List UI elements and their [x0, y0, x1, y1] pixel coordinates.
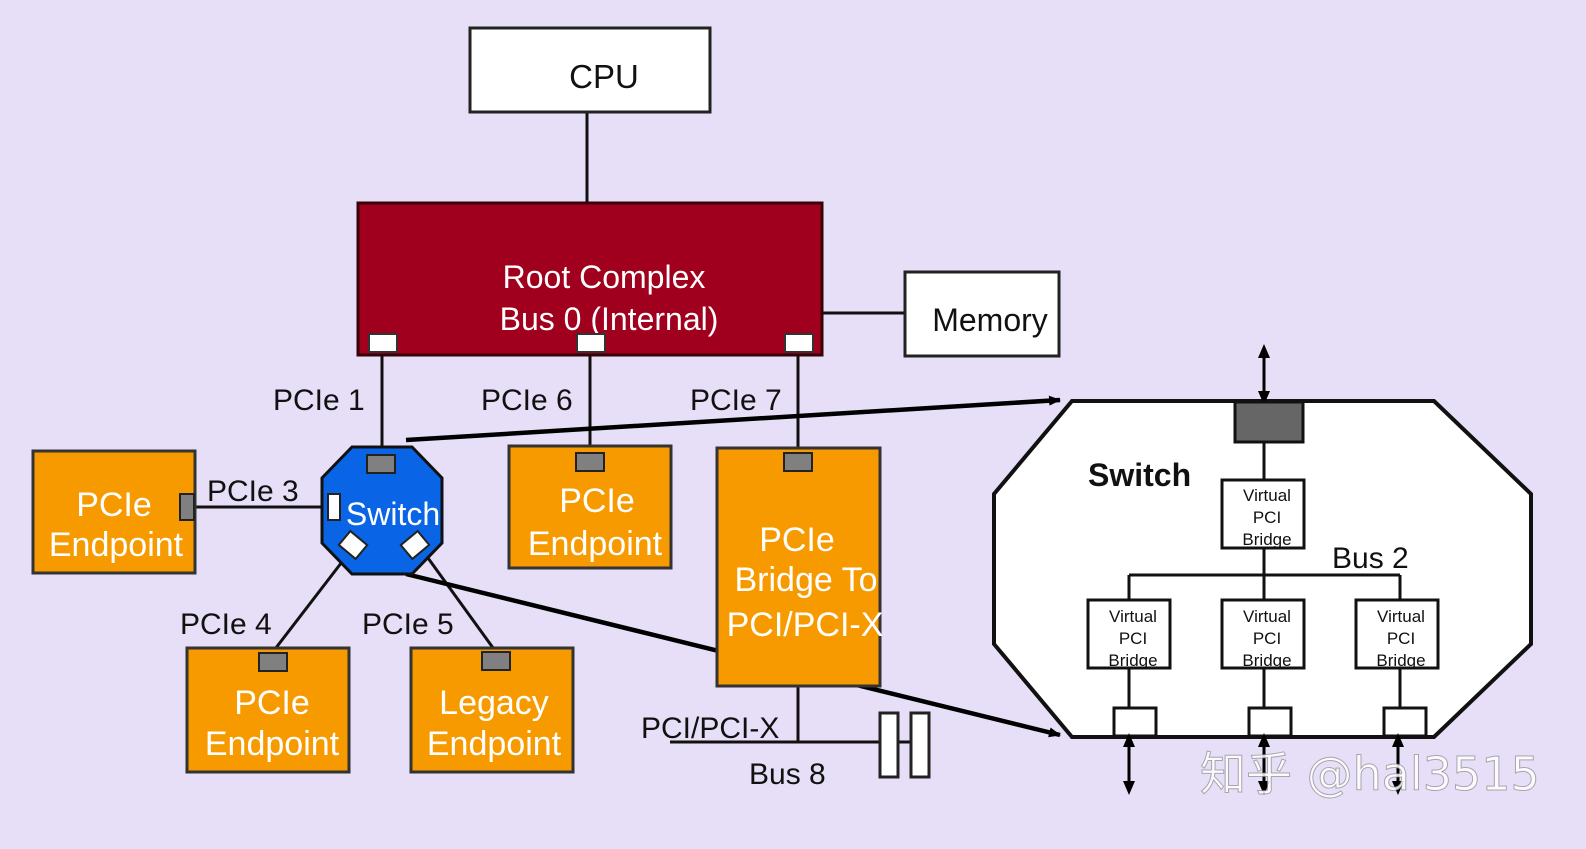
bridge-line3: PCI/PCI-X	[727, 606, 884, 644]
detail-downstream-port-3	[1382, 706, 1428, 738]
svg-text:Bridge: Bridge	[1376, 651, 1425, 670]
switch-port-pcie3	[327, 493, 341, 521]
bridge-line1: PCIe	[759, 521, 835, 559]
endpoint-mid-line1: PCIe	[559, 482, 635, 520]
switch-detail-title: Switch	[1088, 457, 1191, 493]
pcie-bridge: PCIe Bridge To PCI/PCI-X	[715, 446, 884, 688]
root-port-6	[576, 333, 606, 353]
endpoint-legacy-port	[481, 651, 511, 671]
svg-text:Virtual: Virtual	[1243, 486, 1291, 505]
root-complex-title: Root Complex	[503, 259, 706, 295]
pcie1-label: PCIe 1	[273, 384, 365, 417]
switch-small-label: Switch	[346, 496, 440, 532]
endpoint-mid: PCIe Endpoint	[507, 444, 673, 570]
watermark: 知乎 @hal3515	[1200, 747, 1540, 801]
pcie4-label: PCIe 4	[180, 608, 272, 641]
svg-text:Bridge: Bridge	[1242, 651, 1291, 670]
zoom-arrow-top	[405, 395, 1061, 443]
memory-box: Memory	[903, 270, 1061, 358]
pcie7-label: PCIe 7	[690, 384, 782, 417]
pcie6-label: PCIe 6	[481, 384, 573, 417]
svg-text:Bridge: Bridge	[1108, 651, 1157, 670]
pci-bus-label: PCI/PCI-X	[641, 712, 779, 745]
virtual-pci-bridge-down-2: Virtual PCI Bridge	[1220, 598, 1306, 670]
endpoint-left: PCIe Endpoint	[31, 449, 197, 575]
virtual-pci-bridge-upstream: Virtual PCI Bridge	[1220, 478, 1306, 550]
cpu-box: CPU	[468, 26, 712, 114]
endpoint-left-line1: PCIe	[76, 486, 152, 524]
endpoint-mid-line2: Endpoint	[528, 525, 663, 563]
endpoint-legacy: Legacy Endpoint	[409, 646, 575, 774]
svg-text:PCI: PCI	[1119, 629, 1147, 648]
svg-text:Virtual: Virtual	[1109, 607, 1157, 626]
bridge-port	[783, 452, 813, 472]
endpoint-bottom-line2: Endpoint	[205, 725, 340, 763]
pcie3-label: PCIe 3	[207, 475, 299, 508]
pci-slot-1	[878, 711, 900, 779]
pcie4-link	[270, 557, 347, 654]
endpoint-bottom: PCIe Endpoint	[185, 646, 351, 774]
root-port-7	[784, 333, 814, 353]
virtual-pci-bridge-down-1: Virtual PCI Bridge	[1086, 598, 1172, 670]
endpoint-bottom-port	[258, 652, 288, 672]
endpoint-legacy-line2: Endpoint	[427, 725, 562, 763]
svg-text:Virtual: Virtual	[1243, 607, 1291, 626]
bus8-label: Bus 8	[749, 758, 826, 791]
endpoint-left-port	[179, 493, 195, 521]
pcie5-label: PCIe 5	[362, 608, 454, 641]
svg-text:Bridge: Bridge	[1242, 530, 1291, 549]
svg-text:Virtual: Virtual	[1377, 607, 1425, 626]
svg-text:PCI: PCI	[1253, 508, 1281, 527]
detail-upstream-port	[1233, 400, 1305, 444]
svg-text:PCI: PCI	[1253, 629, 1281, 648]
detail-downstream-port-2	[1247, 706, 1293, 738]
endpoint-left-line2: Endpoint	[49, 526, 184, 564]
bridge-line2: Bridge To	[734, 561, 877, 599]
detail-downstream-port-1	[1112, 706, 1158, 738]
pci-bus8: PCI/PCI-X Bus 8	[641, 711, 931, 791]
switch-upstream-port	[366, 454, 396, 474]
virtual-pci-bridge-down-3: Virtual PCI Bridge	[1354, 598, 1440, 670]
cpu-label: CPU	[569, 58, 639, 95]
svg-text:PCI: PCI	[1387, 629, 1415, 648]
root-complex-box: Root Complex Bus 0 (Internal)	[356, 201, 824, 357]
switch-detail: Switch Bus 2 Virtual PCI Bridge Virtual	[992, 344, 1533, 795]
pci-slot-2	[909, 711, 931, 779]
endpoint-legacy-line1: Legacy	[439, 684, 549, 722]
memory-label: Memory	[932, 302, 1048, 338]
bus2-label: Bus 2	[1332, 542, 1409, 575]
root-complex-bus: Bus 0 (Internal)	[500, 301, 719, 337]
pcie5-link	[426, 557, 498, 653]
endpoint-mid-port	[575, 452, 605, 472]
switch-small: Switch	[320, 445, 444, 576]
root-port-1	[368, 333, 398, 353]
switch-port-pcie4	[337, 529, 369, 561]
switch-port-pcie5	[399, 529, 431, 561]
endpoint-bottom-line1: PCIe	[234, 684, 310, 722]
